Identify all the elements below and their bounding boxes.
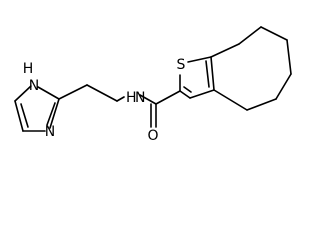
bond-c2-c3-double [183,86,192,93]
bond-c7a-c3a-double [205,60,210,88]
bond-c3a-c3 [189,89,215,99]
bonds [14,26,292,132]
bond-ch2-nh [116,96,125,102]
atom-n-imidazole-h: H [23,61,34,77]
bond-nh-co [139,94,157,105]
bond-c4-c5-double [20,103,29,128]
bond-r3-r4 [286,39,292,75]
bond-c4-c5 [14,100,24,132]
bond-c5-nh [14,85,32,102]
bond-r2-r3 [260,26,288,41]
bond-nh-c2 [37,86,60,100]
atom-n-imidazole: N [45,124,55,140]
bond-c2-n3 [49,98,60,129]
atom-n-amide-nh: N [135,90,145,106]
bond-c2-ch2 [58,84,88,100]
atom-n-amide: H [126,90,137,106]
bond-c7a-r1 [210,43,240,58]
bond-r5-r6 [246,98,277,111]
atom-s: S [177,57,186,73]
bond-c7a-c3a [210,56,215,91]
atom-labels: H N N H N S O [23,57,186,144]
bond-r6-c3a [213,89,248,111]
bond-r4-r5 [275,73,292,100]
atom-n-imidazole-nh: N [29,78,39,94]
bond-c2-n3-double [46,102,56,126]
bond-r1-r2 [238,26,262,45]
bond-c2-c3 [179,90,191,99]
bond-ch2-ch2 [86,84,118,102]
atom-o: O [147,128,158,144]
bond-s-c7a [187,56,212,63]
structure-diagram: H N N H N S O [14,26,292,144]
bond-co-thio [155,90,181,105]
